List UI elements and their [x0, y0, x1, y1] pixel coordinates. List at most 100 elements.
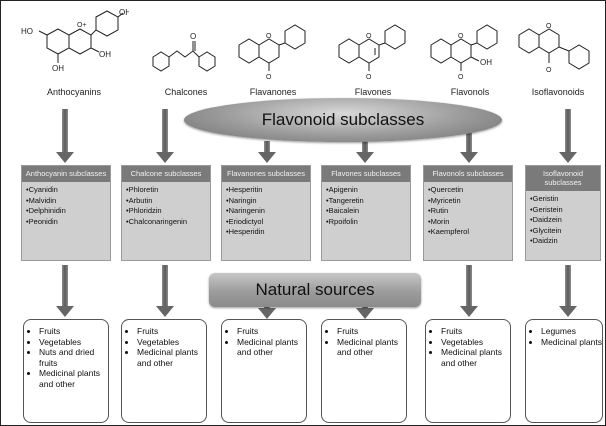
subclass-item: Hesperitin [226, 185, 310, 196]
structure-isoflavonoids: O O Isoflavonoids [513, 21, 603, 97]
subclass-item: Morin [428, 217, 512, 228]
atom-label: OH [480, 58, 492, 67]
structure-flavones: O O Flavones [333, 23, 413, 97]
subclass-item: Rpoifolin [326, 217, 410, 228]
source-item: Fruits [337, 326, 406, 337]
subclass-heading: Flavonols subclasses [424, 166, 512, 182]
subclass-item: Rutin [428, 206, 512, 217]
atom-label: O [546, 67, 552, 74]
flavonoid-subclasses-ellipse: Flavonoid subclasses [184, 98, 502, 142]
subclass-panel-isoflavonoid: Isoflavonoid subclasses Geristin Geriste… [525, 165, 601, 261]
subclass-item: Arbutin [126, 196, 210, 207]
atom-label: O [266, 74, 272, 81]
arrow-down-icon [156, 109, 174, 163]
subclass-item: Phloridzin [126, 206, 210, 217]
subclass-item: Tangeretin [326, 196, 410, 207]
atom-label: HO [21, 27, 33, 36]
arrow-down-icon [559, 265, 577, 317]
arrow-down-icon [56, 265, 74, 317]
source-item: Nuts and dried fruits [39, 347, 108, 368]
source-item: Medicinal plants [541, 337, 602, 348]
atom-label: O [458, 33, 464, 40]
subclass-item: Peonidin [26, 217, 110, 228]
atom-label: OH [119, 8, 129, 17]
source-box-isoflavonoids: Legumes Medicinal plants [525, 319, 603, 423]
atom-label: O [546, 23, 552, 30]
subclass-item: Apigenin [326, 185, 410, 196]
subclass-item: Baicalein [326, 206, 410, 217]
subclass-item: Chalconaringenin [126, 217, 210, 228]
subclass-item: Delphinidin [26, 206, 110, 217]
source-box-flavanones: Fruits Medicinal plants and other [221, 319, 307, 423]
isoflavonoid-molecule: O O [518, 23, 590, 74]
source-item: Medicinal plants and other [237, 337, 306, 358]
arrow-down-icon [559, 109, 577, 163]
source-box-anthocyanins: Fruits Vegetables Nuts and dried fruits … [23, 319, 109, 423]
structure-name: Flavonols [450, 87, 490, 97]
source-item: Fruits [39, 326, 108, 337]
arrow-down-icon [356, 305, 374, 319]
flavanone-molecule: O O [238, 24, 306, 81]
structure-anthocyanins: HO O+ OH OH OH Anthocyanins [19, 7, 129, 97]
source-item: Medicinal plants and other [39, 368, 108, 389]
subclass-panel-flavonols: Flavonols subclasses Quercetin Myricetin… [423, 165, 513, 261]
structure-name: Chalcones [164, 87, 208, 97]
subclass-item: Myricetin [428, 196, 512, 207]
source-box-chalcones: Fruits Vegetables Medicinal plants and o… [121, 319, 207, 423]
arrow-down-icon [258, 305, 276, 319]
source-item: Vegetables [137, 337, 206, 348]
arrow-down-icon [56, 109, 74, 163]
structure-name: Anthocyanins [46, 87, 102, 97]
natural-sources-bar: Natural sources [209, 273, 421, 307]
atom-label: OH [52, 64, 64, 73]
source-box-flavones: Fruits Medicinal plants and other [321, 319, 407, 423]
subclass-panel-anthocyanin: Anthocyanin subclasses Cyanidin Malvidin… [21, 165, 111, 261]
subclass-item: Geristein [530, 205, 600, 216]
structure-name: Flavones [354, 87, 392, 97]
atom-label: O [458, 74, 464, 81]
source-item: Fruits [137, 326, 206, 337]
subclass-panel-chalcone: Chalcone subclasses Phloretin Arbutin Ph… [121, 165, 211, 261]
atom-label: O+ [77, 22, 87, 29]
subclass-heading: Flavanones subclasses [222, 166, 310, 182]
atom-label: O [266, 33, 272, 40]
arrow-down-icon [156, 265, 174, 317]
source-item: Fruits [441, 326, 510, 337]
structure-flavanones: O O Flavanones [233, 23, 313, 97]
structure-name: Flavanones [249, 87, 297, 97]
atom-label: O [190, 32, 196, 41]
source-item: Legumes [541, 326, 602, 337]
source-item: Fruits [237, 326, 306, 337]
subclass-item: Cyanidin [26, 185, 110, 196]
structure-name: Isoflavonoids [531, 87, 585, 97]
source-item: Vegetables [39, 337, 108, 348]
anthocyanin-molecule: HO O+ OH OH OH [21, 8, 129, 73]
subclass-item: Eriodictyol [226, 217, 310, 228]
atom-label: O [366, 74, 372, 81]
subclass-item: Daidzin [530, 236, 600, 247]
flavonol-molecule: O O OH [430, 24, 498, 81]
atom-label: OH [99, 50, 111, 59]
subclass-heading: Isoflavonoid subclasses [526, 166, 600, 191]
subclass-heading: Chalcone subclasses [122, 166, 210, 182]
subclass-item: Daidzein [530, 215, 600, 226]
structure-flavonols: O O OH Flavonols [425, 23, 515, 97]
arrow-down-icon [258, 141, 276, 163]
arrow-down-icon [460, 133, 478, 163]
subclass-item: Naringin [226, 196, 310, 207]
subclass-item: Phloretin [126, 185, 210, 196]
subclass-item: Geristin [530, 194, 600, 205]
source-box-flavonols: Fruits Vegetables Medicinal plants and o… [425, 319, 511, 423]
source-item: Vegetables [441, 337, 510, 348]
source-item: Medicinal plants and other [337, 337, 406, 358]
subclass-item: Glycitein [530, 226, 600, 237]
structure-chalcones: O Chalcones [149, 27, 223, 97]
arrow-down-icon [460, 265, 478, 317]
subclass-panel-flavanones: Flavanones subclasses Hesperitin Naringi… [221, 165, 311, 261]
atom-label: O [366, 33, 372, 40]
flavone-molecule: O O [338, 24, 406, 81]
subclass-item: Hesperidin [226, 227, 310, 238]
subclass-item: Kaempferol [428, 227, 512, 238]
subclass-item: Quercetin [428, 185, 512, 196]
source-item: Medicinal plants and other [441, 347, 510, 368]
